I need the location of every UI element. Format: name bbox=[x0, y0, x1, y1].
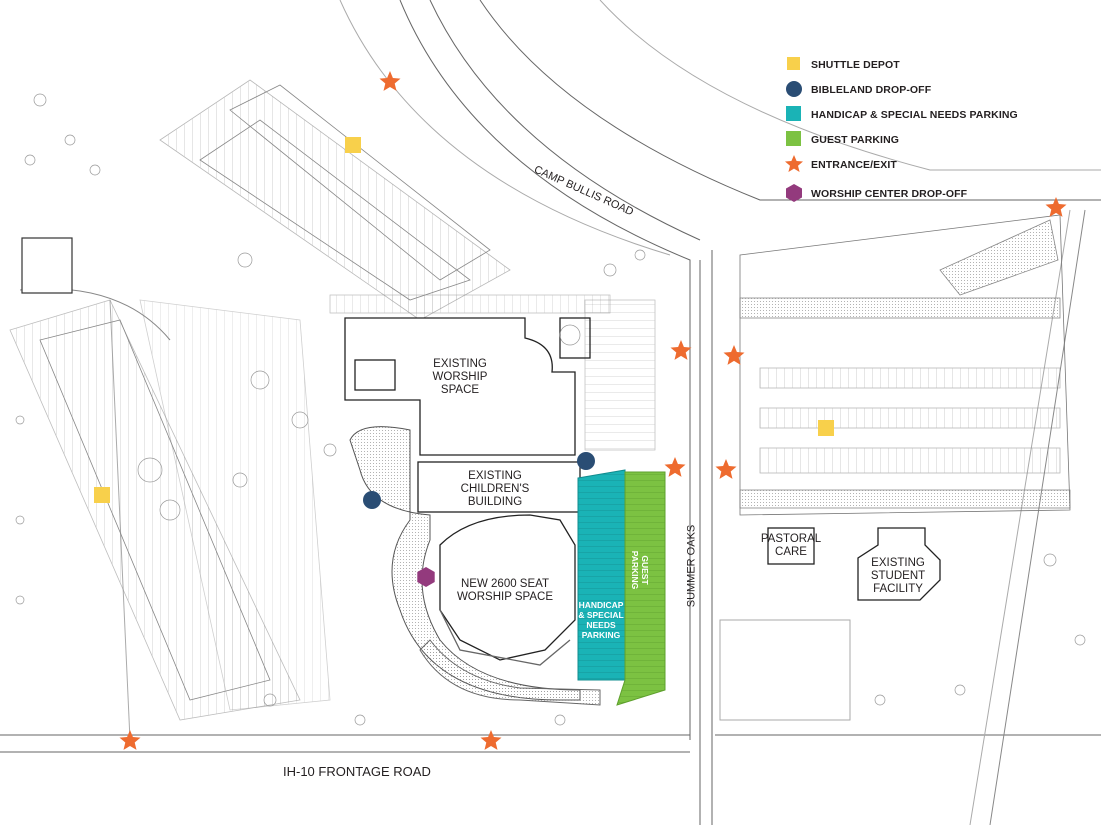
orange-star-icon bbox=[785, 155, 803, 172]
entrance-star-icon bbox=[480, 730, 502, 750]
label-new-worship: NEW 2600 SEAT WORSHIP SPACE bbox=[456, 578, 554, 603]
legend-label: SHUTTLE DEPOT bbox=[811, 59, 900, 71]
entrance-star-icon bbox=[715, 459, 737, 479]
bibleland-dropoff-markers bbox=[363, 452, 595, 509]
bibleland-dropoff-icon bbox=[363, 491, 381, 509]
worship-dropoff-icon bbox=[417, 567, 435, 587]
entrance-markers bbox=[119, 71, 1067, 750]
yellow-square-icon bbox=[787, 57, 800, 70]
legend-label: BIBLELAND DROP-OFF bbox=[811, 84, 932, 96]
label-pastoral-care: PASTORAL CARE bbox=[760, 533, 822, 558]
parking-lot-east bbox=[739, 214, 1071, 516]
blue-circle-icon bbox=[786, 81, 802, 97]
map-legend: SHUTTLE DEPOT BIBLELAND DROP-OFF HANDICA… bbox=[785, 55, 1085, 209]
parking-lot-central bbox=[329, 294, 656, 451]
label-handicap-parking: HANDICAP & SPECIAL NEEDS PARKING bbox=[578, 600, 624, 640]
parking-lot-northwest bbox=[159, 79, 511, 321]
shuttle-depot-icon bbox=[345, 137, 361, 153]
label-student-facility: EXISTING STUDENT FACILITY bbox=[870, 557, 926, 595]
legend-item-guest-parking: GUEST PARKING bbox=[785, 130, 1085, 155]
building-student-facility bbox=[857, 527, 941, 601]
trees bbox=[15, 93, 1086, 726]
legend-item-bibleland-dropoff: BIBLELAND DROP-OFF bbox=[785, 80, 1085, 105]
entrance-star-icon bbox=[119, 730, 141, 750]
label-guest-parking: GUEST PARKING bbox=[630, 550, 650, 590]
entrance-star-icon bbox=[670, 340, 692, 360]
handicap-parking-area bbox=[577, 469, 626, 681]
legend-label: ENTRANCE/EXIT bbox=[811, 159, 897, 171]
label-ih10-frontage-road: IH-10 FRONTAGE ROAD bbox=[283, 764, 431, 779]
teal-square-icon bbox=[786, 106, 801, 121]
entrance-star-icon bbox=[723, 345, 745, 365]
worship-dropoff-markers bbox=[417, 567, 435, 587]
label-summer-oaks: SUMMER OAKS bbox=[685, 524, 698, 608]
shuttle-depot-icon bbox=[818, 420, 834, 436]
shuttle-depot-icon bbox=[94, 487, 110, 503]
legend-label: WORSHIP CENTER DROP-OFF bbox=[811, 188, 968, 200]
entrance-star-icon bbox=[664, 457, 686, 477]
entrance-star-icon bbox=[379, 71, 401, 91]
label-existing-worship: EXISTING WORSHIP SPACE bbox=[432, 358, 488, 396]
bibleland-dropoff-icon bbox=[577, 452, 595, 470]
legend-label: HANDICAP & SPECIAL NEEDS PARKING bbox=[811, 109, 1018, 121]
legend-label: GUEST PARKING bbox=[811, 134, 900, 146]
legend-item-worship-dropoff: WORSHIP CENTER DROP-OFF bbox=[785, 184, 1085, 209]
entrance-star-icon bbox=[1045, 197, 1067, 217]
sports-field bbox=[719, 619, 851, 721]
building-existing-childrens bbox=[417, 461, 581, 513]
building-new-worship bbox=[439, 514, 576, 666]
legend-item-handicap-parking: HANDICAP & SPECIAL NEEDS PARKING bbox=[785, 105, 1085, 130]
legend-item-shuttle-depot: SHUTTLE DEPOT bbox=[785, 55, 1085, 80]
building-existing-worship bbox=[344, 317, 591, 456]
parking-lot-west bbox=[9, 237, 331, 721]
building-pastoral-care bbox=[767, 527, 815, 565]
shuttle-depot-markers bbox=[94, 137, 834, 503]
green-square-icon bbox=[786, 131, 801, 146]
legend-item-entrance-exit: ENTRANCE/EXIT bbox=[785, 155, 1085, 180]
label-existing-childrens: EXISTING CHILDREN'S BUILDING bbox=[460, 470, 530, 508]
purple-hexagon-icon bbox=[786, 184, 802, 202]
guest-parking-area bbox=[616, 471, 666, 706]
plaza-area-south bbox=[419, 639, 601, 706]
